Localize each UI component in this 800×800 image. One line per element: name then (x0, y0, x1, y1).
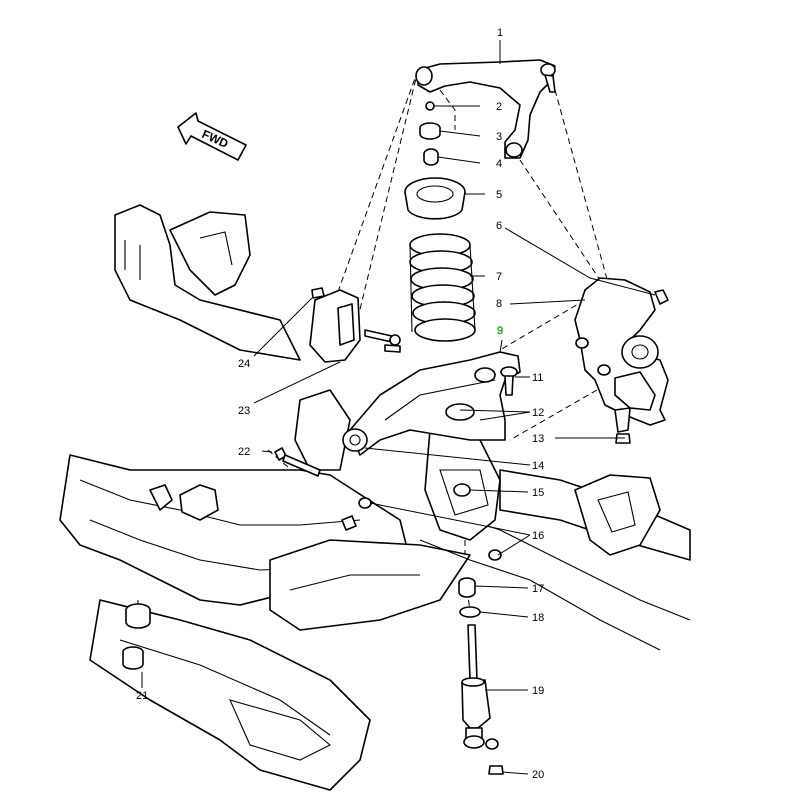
callout-18: 18 (532, 612, 544, 624)
callout-3: 3 (496, 131, 502, 143)
callout-22: 22 (238, 446, 250, 458)
callout-15: 15 (532, 487, 544, 499)
cam-and-washers (358, 483, 502, 561)
steering-knuckle (574, 277, 669, 433)
callout-labels: 1 2 3 4 5 6 7 8 9 11 12 13 14 15 16 17 1… (136, 27, 544, 781)
callout-24: 24 (238, 358, 250, 370)
upper-hardware-stack (419, 101, 441, 166)
shock-washer (459, 606, 481, 618)
frame-mount-bushings (122, 603, 151, 670)
leader-lines (141, 40, 656, 775)
callout-5: 5 (496, 189, 502, 201)
callout-20: 20 (532, 769, 544, 781)
callout-14: 14 (532, 460, 544, 472)
callout-7: 7 (496, 271, 502, 283)
shock-lower-nut (488, 765, 504, 775)
fwd-direction-arrow: FWD (177, 112, 247, 161)
callout-4: 4 (496, 158, 502, 170)
callout-2: 2 (496, 101, 502, 113)
callout-12: 12 (532, 407, 544, 419)
callout-8: 8 (496, 298, 502, 310)
callout-17: 17 (532, 583, 544, 595)
callout-23: 23 (238, 405, 250, 417)
callout-1: 1 (497, 27, 503, 39)
spring-insulator (404, 177, 466, 220)
coil-spring (409, 233, 476, 342)
callout-19: 19 (532, 685, 544, 697)
upper-arm-frame-bracket (309, 287, 401, 363)
callout-13: 13 (532, 433, 544, 445)
vehicle-frame (59, 204, 691, 791)
shock-upper-bushing (458, 577, 476, 598)
ball-joint-stud (500, 366, 518, 396)
callout-21: 21 (136, 690, 148, 702)
callout-6: 6 (496, 220, 502, 232)
lower-arm-bolt (274, 447, 357, 531)
shock-absorber (461, 624, 499, 750)
callout-11: 11 (532, 372, 543, 384)
callout-16: 16 (532, 530, 544, 542)
upper-control-arm (415, 59, 556, 159)
callout-9: 9 (497, 325, 503, 337)
lower-control-arm (342, 351, 521, 456)
